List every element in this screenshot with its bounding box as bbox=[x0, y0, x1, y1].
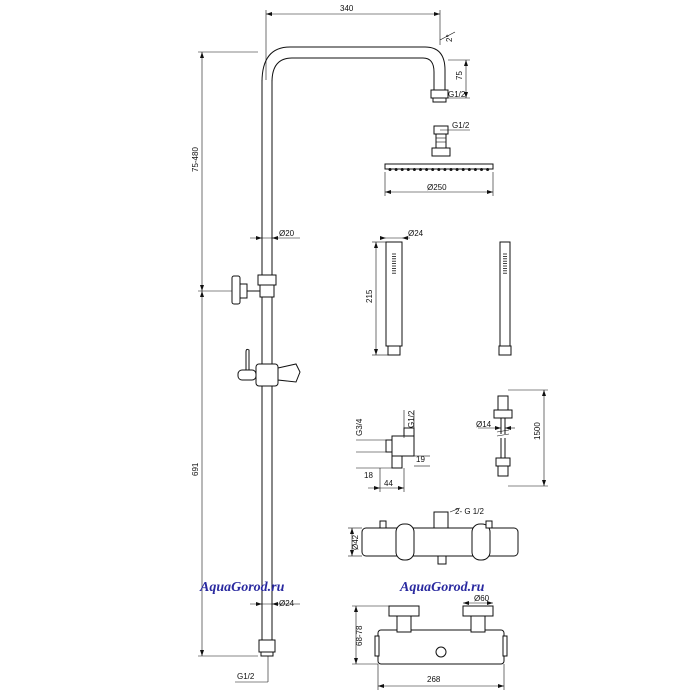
mixer-front-view: Ø60 68-78 268 bbox=[352, 594, 508, 690]
nozzle-row bbox=[388, 168, 490, 171]
nozzle-dot bbox=[467, 168, 471, 171]
watermark-right: AquaGorod.ru bbox=[399, 580, 485, 595]
dim-bottom-thread: G1/2 bbox=[235, 656, 269, 683]
nozzle-dot bbox=[400, 168, 404, 171]
mixer-diameter-label: Ø42 bbox=[351, 534, 360, 550]
angle-label: 2° bbox=[445, 34, 454, 42]
nozzle-dot bbox=[388, 168, 392, 171]
arm-thread-label: G1/2 bbox=[448, 90, 466, 99]
bottom-diameter-label: Ø24 bbox=[279, 599, 295, 608]
elbow-thread-side-label: G3/4 bbox=[355, 418, 364, 436]
hand-shower-grille bbox=[503, 253, 507, 274]
nozzle-dot bbox=[437, 168, 441, 171]
height-range-label: 75-480 bbox=[191, 147, 200, 172]
hand-shower-grille bbox=[392, 253, 396, 274]
nozzle-dot bbox=[455, 168, 459, 171]
mixer-depth-label: 68-78 bbox=[355, 625, 364, 646]
elbow-c-label: 44 bbox=[384, 479, 393, 488]
arm-drop-label: 75 bbox=[455, 71, 464, 80]
tube-diameter-label: Ø20 bbox=[279, 229, 295, 238]
dim-angle: 2° bbox=[439, 31, 456, 42]
dim-arm-drop: 75 G1/2 bbox=[448, 59, 470, 99]
dim-bottom-diameter: Ø24 bbox=[250, 599, 300, 608]
hand-shower-side: Ø24 215 bbox=[365, 229, 424, 356]
nozzle-dot bbox=[412, 168, 416, 171]
watermark-left: AquaGorod.ru bbox=[199, 580, 285, 595]
mixer-width-label: 268 bbox=[427, 675, 441, 684]
elbow-a-label: 18 bbox=[364, 471, 373, 480]
nozzle-dot bbox=[394, 168, 398, 171]
hose-length-label: 1500 bbox=[533, 422, 542, 440]
wall-elbow: G3/4 G1/2 18 19 44 bbox=[355, 410, 430, 492]
elbow-thread-top-label: G1/2 bbox=[407, 410, 416, 428]
dim-tube: Ø20 bbox=[250, 229, 300, 240]
nozzle-dot bbox=[419, 168, 422, 171]
arm-length-label: 340 bbox=[340, 4, 354, 13]
shower-head: Ø250 G1/2 bbox=[384, 121, 494, 196]
nozzle-dot bbox=[473, 168, 477, 171]
nozzle-dot bbox=[443, 168, 447, 171]
nozzle-dot bbox=[461, 168, 465, 171]
hose-diameter-label: Ø14 bbox=[476, 420, 492, 429]
nozzle-dot bbox=[449, 168, 453, 171]
handshower-diameter-label: Ø24 bbox=[408, 229, 424, 238]
mixer-top-view: 2- G 1/2 Ø42 bbox=[348, 507, 519, 565]
hand-shower-profile bbox=[498, 241, 512, 356]
dim-heights: 75-480 691 bbox=[191, 51, 258, 657]
bottom-thread-label: G1/2 bbox=[237, 672, 255, 681]
elbow-b-label: 19 bbox=[416, 455, 425, 464]
dim-340: 340 bbox=[265, 4, 441, 80]
nozzle-dot bbox=[406, 168, 410, 171]
head-thread-label: G1/2 bbox=[452, 121, 470, 130]
shower-column bbox=[231, 46, 449, 657]
handle-diameter-label: Ø60 bbox=[474, 594, 490, 603]
handshower-length-label: 215 bbox=[365, 289, 374, 303]
head-diameter-label: Ø250 bbox=[427, 183, 447, 192]
shower-hose: Ø14 1500 bbox=[476, 389, 548, 487]
nozzle-dot bbox=[425, 168, 429, 171]
nozzle-dot bbox=[480, 168, 483, 171]
total-height-label: 691 bbox=[191, 462, 200, 476]
nozzle-dot bbox=[431, 168, 435, 171]
mixer-outlets-label: 2- G 1/2 bbox=[455, 507, 484, 516]
nozzle-dot bbox=[486, 168, 490, 171]
